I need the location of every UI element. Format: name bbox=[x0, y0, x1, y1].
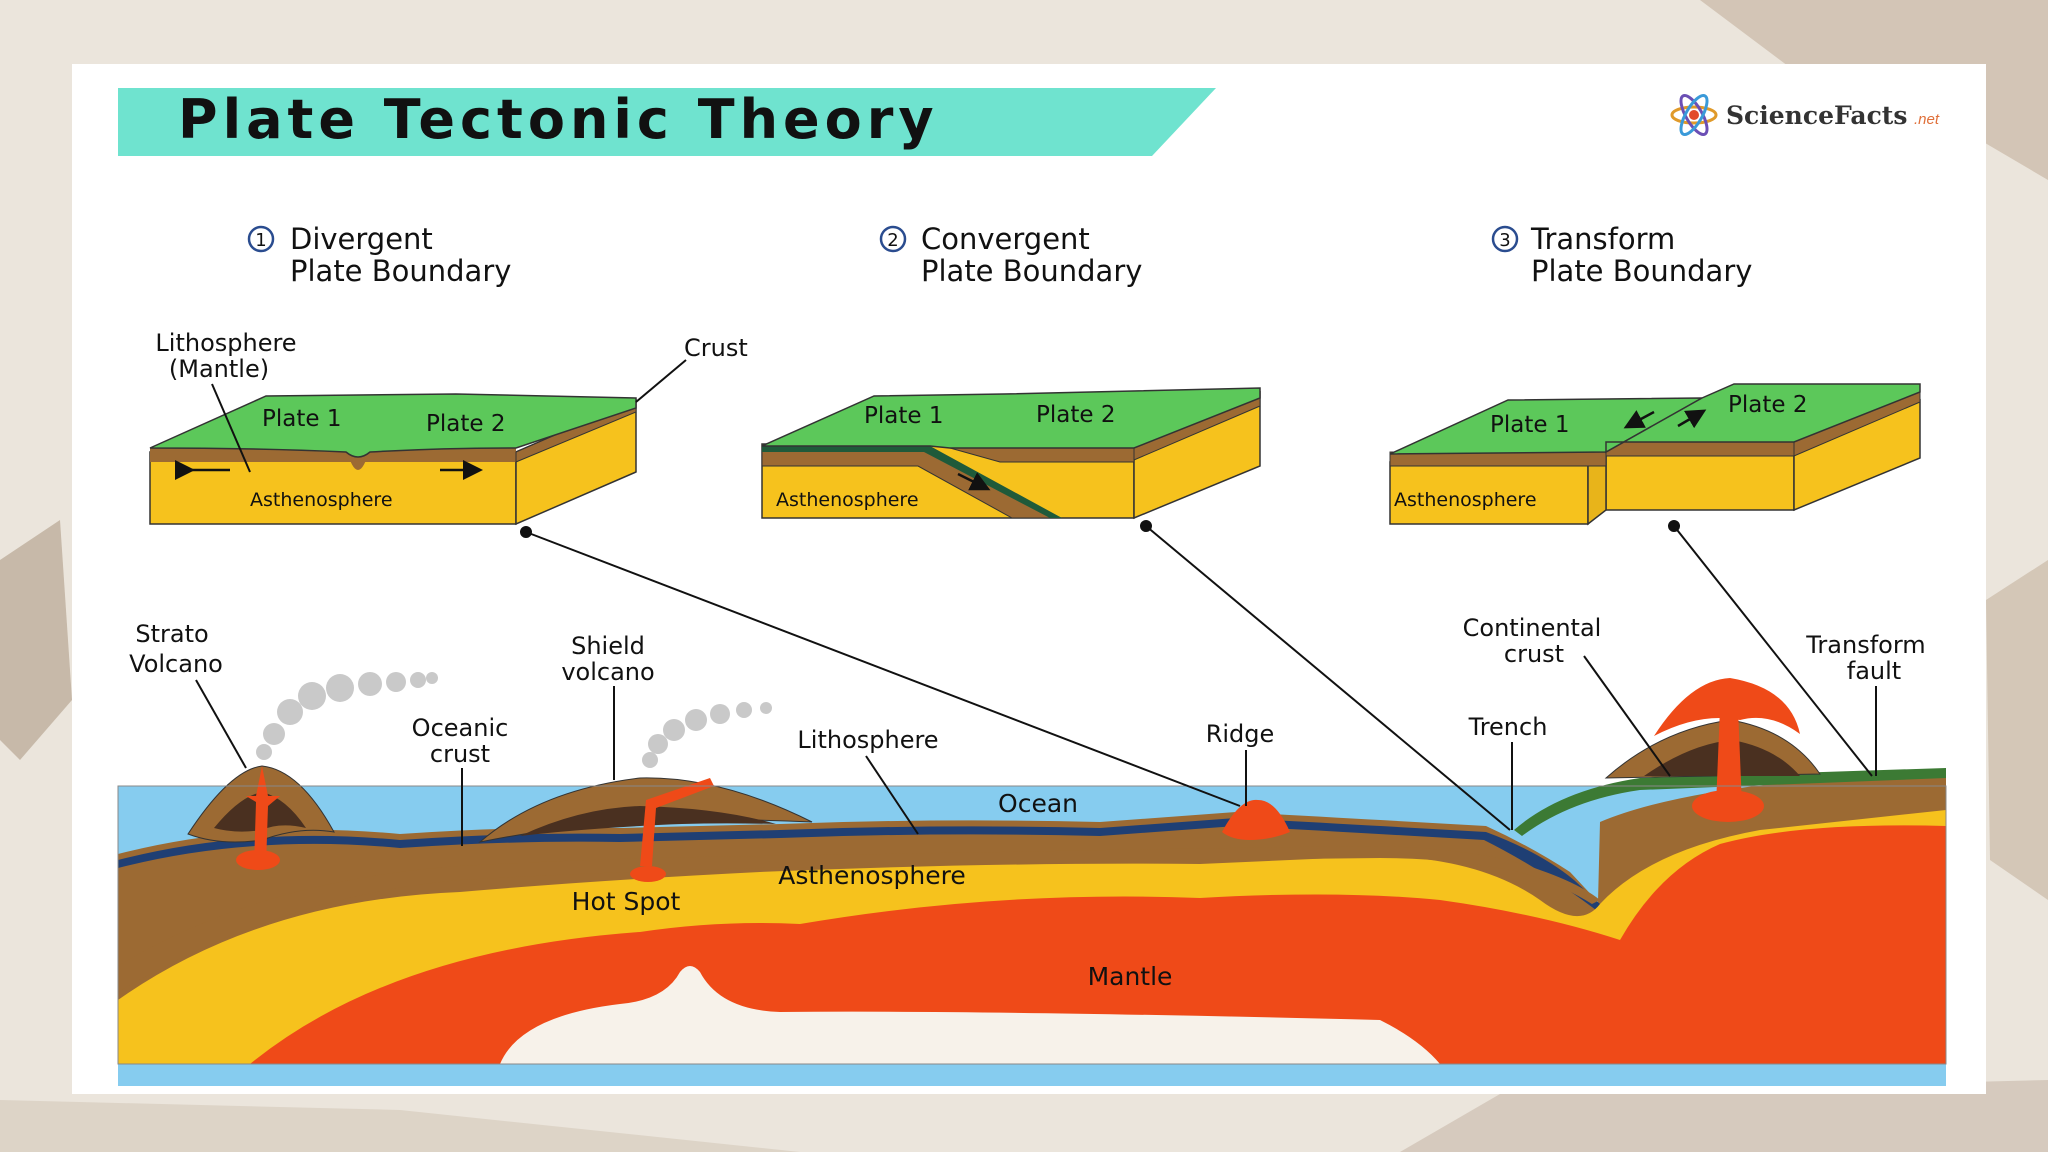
mantle-label: Mantle bbox=[1088, 962, 1173, 991]
divergent-plate1-label: Plate 1 bbox=[262, 406, 341, 432]
convergent-title: Convergent bbox=[921, 222, 1090, 256]
shield-smoke bbox=[642, 702, 772, 768]
heading-transform: 3 Transform Plate Boundary bbox=[1491, 222, 1752, 288]
transform-asthenosphere-label: Asthenosphere bbox=[1394, 489, 1537, 511]
convergent-plate2-label: Plate 2 bbox=[1036, 402, 1115, 428]
transform-fault-label-2: fault bbox=[1847, 657, 1901, 685]
transform-plate2-label: Plate 2 bbox=[1728, 392, 1807, 418]
heading-divergent: 1 Divergent Plate Boundary bbox=[247, 222, 511, 288]
page-title: Plate Tectonic Theory bbox=[178, 88, 939, 151]
strato-volcano-label: Strato bbox=[135, 620, 208, 648]
transform-title: Transform bbox=[1530, 222, 1675, 256]
convergent-plate1-label: Plate 1 bbox=[864, 403, 943, 429]
ridge-magma bbox=[1222, 799, 1290, 840]
magma-plume bbox=[500, 966, 1440, 1064]
continental-crust-label-2: crust bbox=[1504, 640, 1564, 668]
convergent-subtitle: Plate Boundary bbox=[921, 254, 1142, 288]
badge-1-number: 1 bbox=[255, 230, 266, 251]
transform-block: Plate 1 Plate 2 Asthenosphere bbox=[1389, 383, 1921, 526]
lithosphere-label: Lithosphere bbox=[797, 726, 938, 754]
transform-fault-label: Transform bbox=[1805, 631, 1925, 659]
cross-section bbox=[117, 672, 1947, 1086]
logo-suffix: .net bbox=[1914, 111, 1940, 128]
transform-subtitle: Plate Boundary bbox=[1531, 254, 1752, 288]
ridge-label: Ridge bbox=[1206, 720, 1275, 748]
oceanic-crust-label: Oceanic bbox=[412, 714, 509, 742]
connector-lines bbox=[520, 520, 1873, 831]
shield-volcano-label-2: volcano bbox=[561, 658, 654, 686]
convergent-asthenosphere-label: Asthenosphere bbox=[776, 489, 919, 511]
strato-smoke bbox=[256, 672, 438, 760]
hot-spot-label: Hot Spot bbox=[572, 887, 681, 916]
subducting-slab bbox=[118, 846, 1600, 992]
crust-label: Crust bbox=[684, 334, 748, 362]
title-banner bbox=[118, 88, 1216, 156]
transform-plate1-label: Plate 1 bbox=[1490, 412, 1569, 438]
asthenosphere-label: Asthenosphere bbox=[778, 861, 966, 890]
logo-text: ScienceFacts bbox=[1726, 101, 1907, 130]
number-badge-2 bbox=[879, 225, 907, 253]
strato-volcano-label-2: Volcano bbox=[129, 650, 223, 678]
strato-volcano bbox=[187, 765, 335, 870]
badge-3-number: 3 bbox=[1499, 230, 1510, 251]
number-badge-1 bbox=[247, 225, 275, 253]
shield-volcano bbox=[478, 777, 813, 882]
atom-icon bbox=[1670, 94, 1718, 136]
cross-section-border bbox=[117, 785, 1947, 1065]
logo: ScienceFacts .net bbox=[1670, 94, 1940, 136]
continental-crust-strip bbox=[1514, 768, 1946, 836]
cross-section-labels: Strato Volcano Shield volcano Oceanic cr… bbox=[129, 614, 1926, 991]
shield-volcano-label: Shield bbox=[571, 632, 645, 660]
divergent-asthenosphere-label: Asthenosphere bbox=[250, 489, 393, 511]
convergent-block: Plate 1 Plate 2 Asthenosphere bbox=[761, 387, 1261, 520]
oceanic-crust-strip bbox=[118, 818, 1600, 910]
ocean-label: Ocean bbox=[998, 789, 1078, 818]
divergent-subtitle: Plate Boundary bbox=[290, 254, 511, 288]
continental-crust-label: Continental bbox=[1463, 614, 1602, 642]
heading-convergent: 2 Convergent Plate Boundary bbox=[879, 222, 1142, 288]
badge-2-number: 2 bbox=[887, 230, 898, 251]
lithosphere-mantle-label-2: (Mantle) bbox=[169, 355, 269, 383]
number-badge-3 bbox=[1491, 225, 1519, 253]
divergent-plate2-label: Plate 2 bbox=[426, 411, 505, 437]
divergent-title: Divergent bbox=[290, 222, 433, 256]
continental-volcano bbox=[1604, 678, 1821, 822]
oceanic-crust-label-2: crust bbox=[430, 740, 490, 768]
divergent-block: Plate 1 Plate 2 Asthenosphere Lithospher… bbox=[149, 329, 748, 526]
lithosphere-mantle-label: Lithosphere bbox=[155, 329, 296, 357]
trench-label: Trench bbox=[1468, 713, 1548, 741]
